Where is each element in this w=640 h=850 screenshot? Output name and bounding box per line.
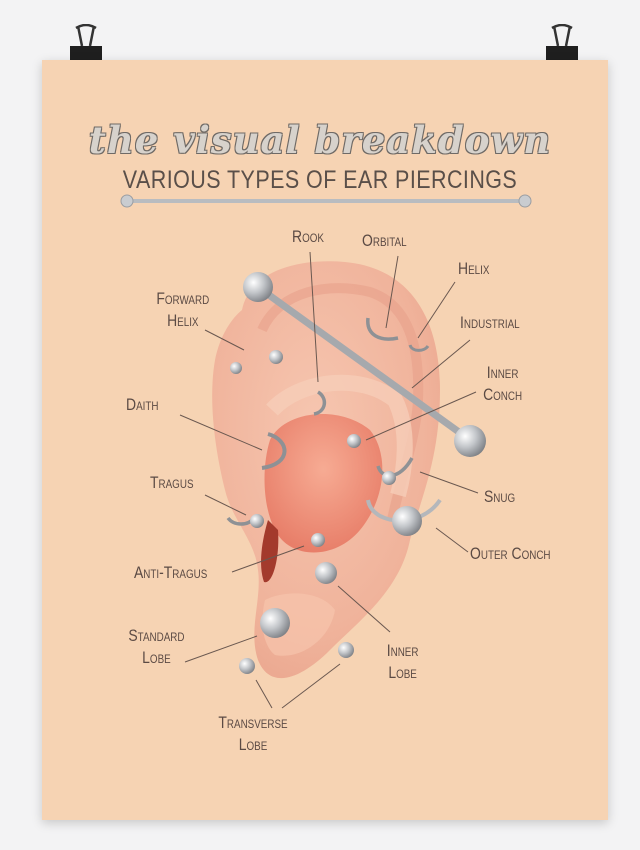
poster-subtitle: VARIOUS TYPES OF EAR PIERCINGS	[122, 166, 518, 194]
label-helix: Helix	[458, 259, 490, 278]
label-anti-tragus: Anti-Tragus	[134, 563, 208, 582]
label-daith: Daith	[126, 395, 159, 414]
poster-script-title: the visual breakdown	[88, 118, 552, 162]
label-orbital: Orbital	[362, 231, 407, 250]
label-outer-conch: Outer Conch	[470, 544, 551, 563]
label-rook: Rook	[292, 227, 324, 246]
industrial-ball-bottom	[454, 425, 486, 457]
label-snug: Snug	[484, 487, 516, 506]
barbell-divider-icon	[120, 194, 532, 208]
label-tragus: Tragus	[150, 473, 194, 492]
label-industrial: Industrial	[460, 313, 520, 332]
industrial-ball-top	[243, 272, 273, 302]
